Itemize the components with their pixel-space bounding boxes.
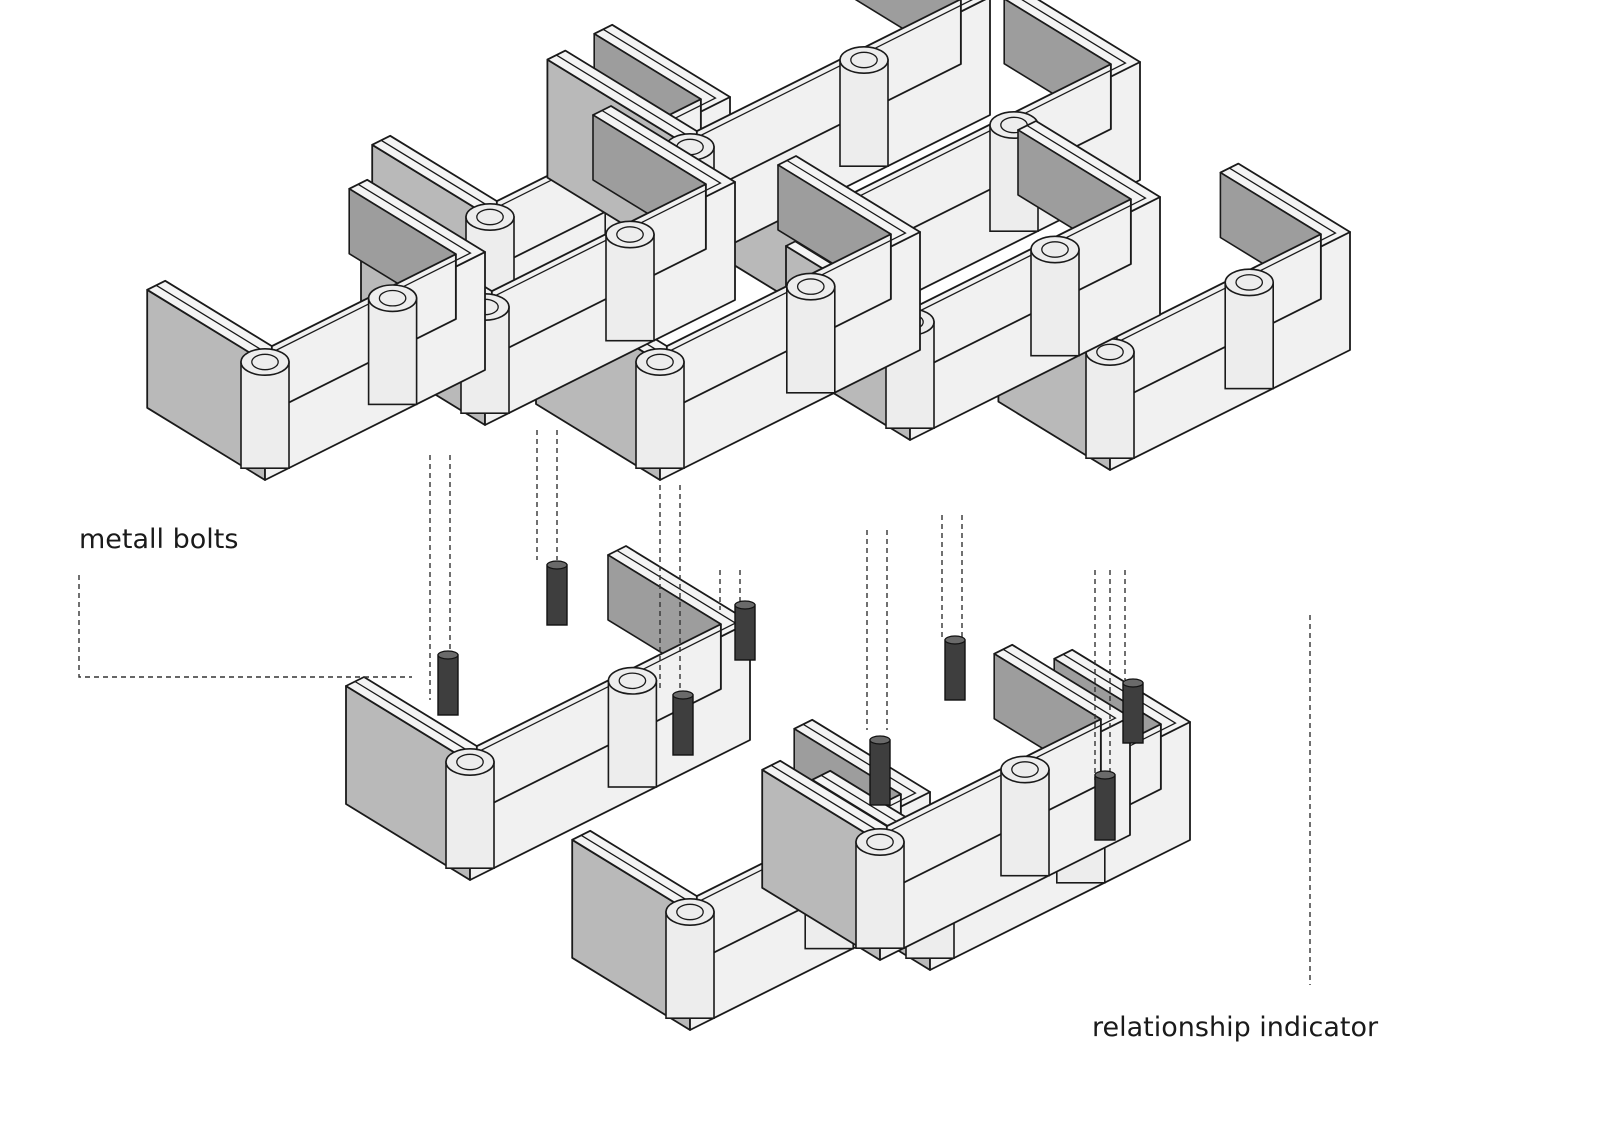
boss-body: [855, 841, 905, 949]
bolt-head: [944, 635, 966, 645]
bolt-shaft: [1094, 774, 1116, 841]
boss-top: [445, 747, 495, 776]
bolt-shaft: [437, 654, 459, 716]
boss-top: [855, 827, 905, 856]
boss-top: [1030, 235, 1080, 264]
bolt-shaft: [1122, 682, 1144, 744]
boss-hole: [796, 278, 825, 295]
block-groove: [354, 549, 737, 755]
boss-hole: [618, 672, 647, 690]
metal-bolt: [944, 635, 966, 701]
boss-top: [785, 272, 836, 301]
boss-body: [1030, 248, 1080, 357]
bolt-head: [437, 650, 459, 660]
boss-hole: [1235, 274, 1264, 291]
boss-hole: [1041, 241, 1069, 258]
boss-body: [635, 361, 685, 469]
boss-body: [445, 761, 495, 869]
boss-body: [607, 679, 658, 788]
boss-top: [839, 45, 889, 74]
bolt-head: [734, 600, 756, 610]
bolt-shaft: [869, 739, 891, 806]
boss-body: [240, 361, 290, 469]
metal-bolt: [1122, 678, 1144, 744]
metal-bolt: [734, 600, 756, 661]
bolts-leader-line: [78, 575, 412, 678]
bolt-head: [869, 735, 891, 745]
boss-hole: [251, 353, 279, 371]
boss-top: [240, 347, 290, 376]
connector-boss: [1030, 235, 1080, 357]
bolt-head: [546, 560, 568, 570]
block-lower-3: [345, 545, 751, 881]
metal-bolt: [1094, 770, 1116, 841]
metall-bolts-label: metall bolts: [79, 524, 239, 555]
bolt-shaft: [734, 604, 756, 661]
connector-boss: [1000, 755, 1050, 877]
connector-boss: [1085, 337, 1135, 459]
bolt-head: [1094, 770, 1116, 780]
bolt-shaft: [672, 694, 694, 756]
bolt-shaft: [944, 639, 966, 701]
boss-body: [1085, 351, 1135, 459]
boss-hole: [616, 226, 644, 243]
boss-top: [1224, 268, 1274, 297]
boss-hole: [850, 51, 878, 69]
block-groove: [556, 0, 974, 140]
bolts-layer: [437, 560, 1144, 841]
boss-body: [839, 59, 889, 167]
connector-boss: [240, 347, 290, 469]
connector-boss: [607, 666, 658, 788]
connector-boss: [445, 747, 495, 869]
metal-bolt: [869, 735, 891, 806]
metal-bolt: [672, 690, 694, 756]
boss-body: [1000, 768, 1050, 877]
connector-boss: [635, 347, 685, 469]
boss-body: [605, 233, 655, 342]
bolt-head: [1122, 678, 1144, 688]
boss-body: [785, 285, 836, 394]
connector-boss: [665, 897, 715, 1019]
boss-top: [1000, 755, 1050, 784]
boss-hole: [866, 833, 894, 851]
boss-hole: [646, 353, 674, 371]
connector-boss: [855, 827, 905, 949]
boss-top: [465, 203, 515, 232]
boss-hole: [1011, 761, 1039, 778]
boss-body: [367, 297, 418, 406]
bolt-shaft: [546, 564, 568, 626]
boss-top: [665, 897, 715, 926]
connector-boss: [785, 272, 836, 394]
boss-top: [367, 284, 418, 313]
connector-boss: [367, 284, 418, 406]
metal-bolt: [437, 650, 459, 716]
block-top-rim: [546, 0, 987, 148]
metal-bolt: [546, 560, 568, 626]
bolt-head: [672, 690, 694, 700]
connector-boss: [1224, 268, 1274, 390]
boss-hole: [1096, 343, 1124, 361]
connector-boss: [605, 220, 655, 342]
blocks-layer: [146, 0, 1351, 1031]
boss-hole: [476, 208, 504, 226]
guides-layer: [78, 430, 1311, 985]
relationship-indicator-label: relationship indicator: [1092, 1012, 1379, 1043]
boss-body: [665, 911, 715, 1019]
block-groove: [770, 648, 1117, 835]
block-upper-4: [997, 162, 1351, 471]
boss-top: [607, 666, 658, 695]
boss-top: [635, 347, 685, 376]
boss-hole: [456, 753, 484, 771]
connector-boss: [839, 45, 889, 167]
boss-hole: [676, 903, 704, 921]
boss-top: [605, 220, 655, 249]
boss-body: [1224, 281, 1274, 390]
boss-hole: [378, 289, 407, 307]
block-lower-4: [761, 643, 1131, 961]
block-upper-8: [146, 178, 486, 481]
